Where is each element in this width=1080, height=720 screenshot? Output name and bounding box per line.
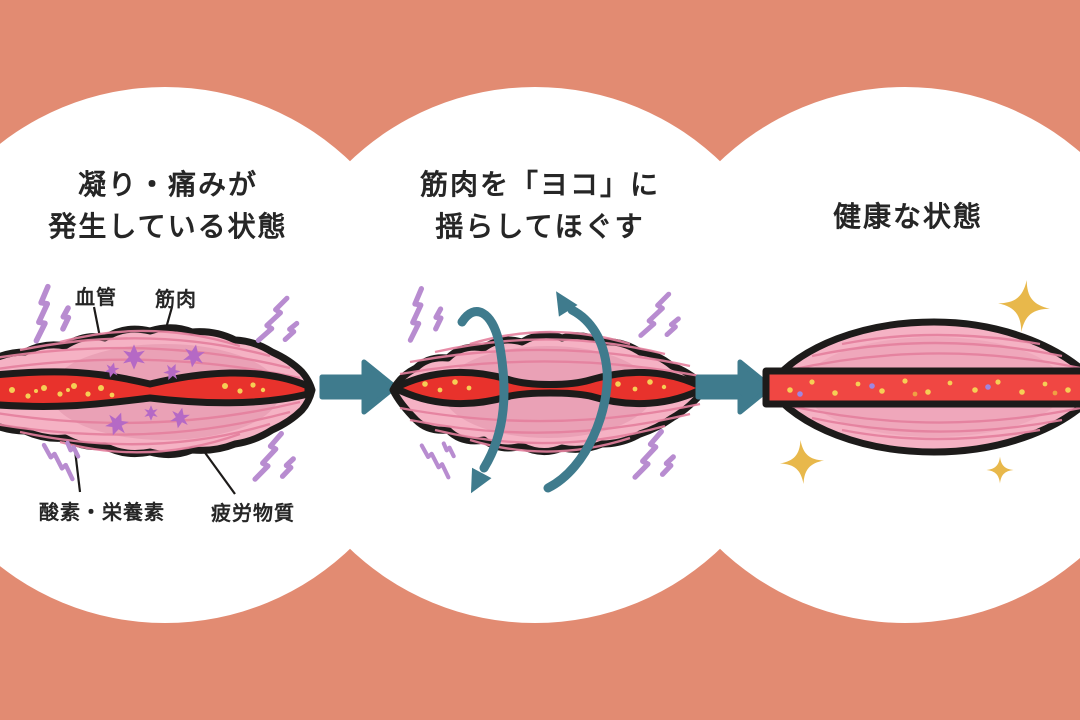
swing-arrowheads (470, 291, 578, 494)
blood-vessel-label: 血管 (75, 285, 117, 309)
swing-arrow-up (543, 305, 612, 493)
blood-vessel (0, 368, 312, 410)
muscle-striations (789, 333, 1080, 441)
nutrient-dots (422, 379, 667, 393)
panel1-title: 凝り・痛みが 発生している状態 (48, 168, 288, 243)
swing-arrow-down (457, 307, 509, 473)
panel3-title: 健康な状態 (832, 200, 983, 233)
oxygen-nutrients-label: 酸素・栄養素 (39, 500, 165, 524)
nutrient-dots (9, 382, 266, 399)
blood-vessel (762, 367, 1080, 408)
panel2-title: 筋肉を「ヨコ」に 揺らしてほぐす (419, 168, 660, 243)
shaken-muscle-illustration (389, 285, 710, 494)
swing-arrows (457, 305, 612, 493)
healthy-muscle-illustration (762, 277, 1080, 486)
fatigue-substances-label: 疲労物質 (211, 501, 295, 525)
muscle-striations (399, 330, 701, 453)
stressed-muscle-illustration (0, 284, 316, 495)
nutrient-dots (787, 378, 1071, 397)
muscle-striations (0, 329, 301, 454)
muscle-label: 筋肉 (155, 287, 197, 311)
